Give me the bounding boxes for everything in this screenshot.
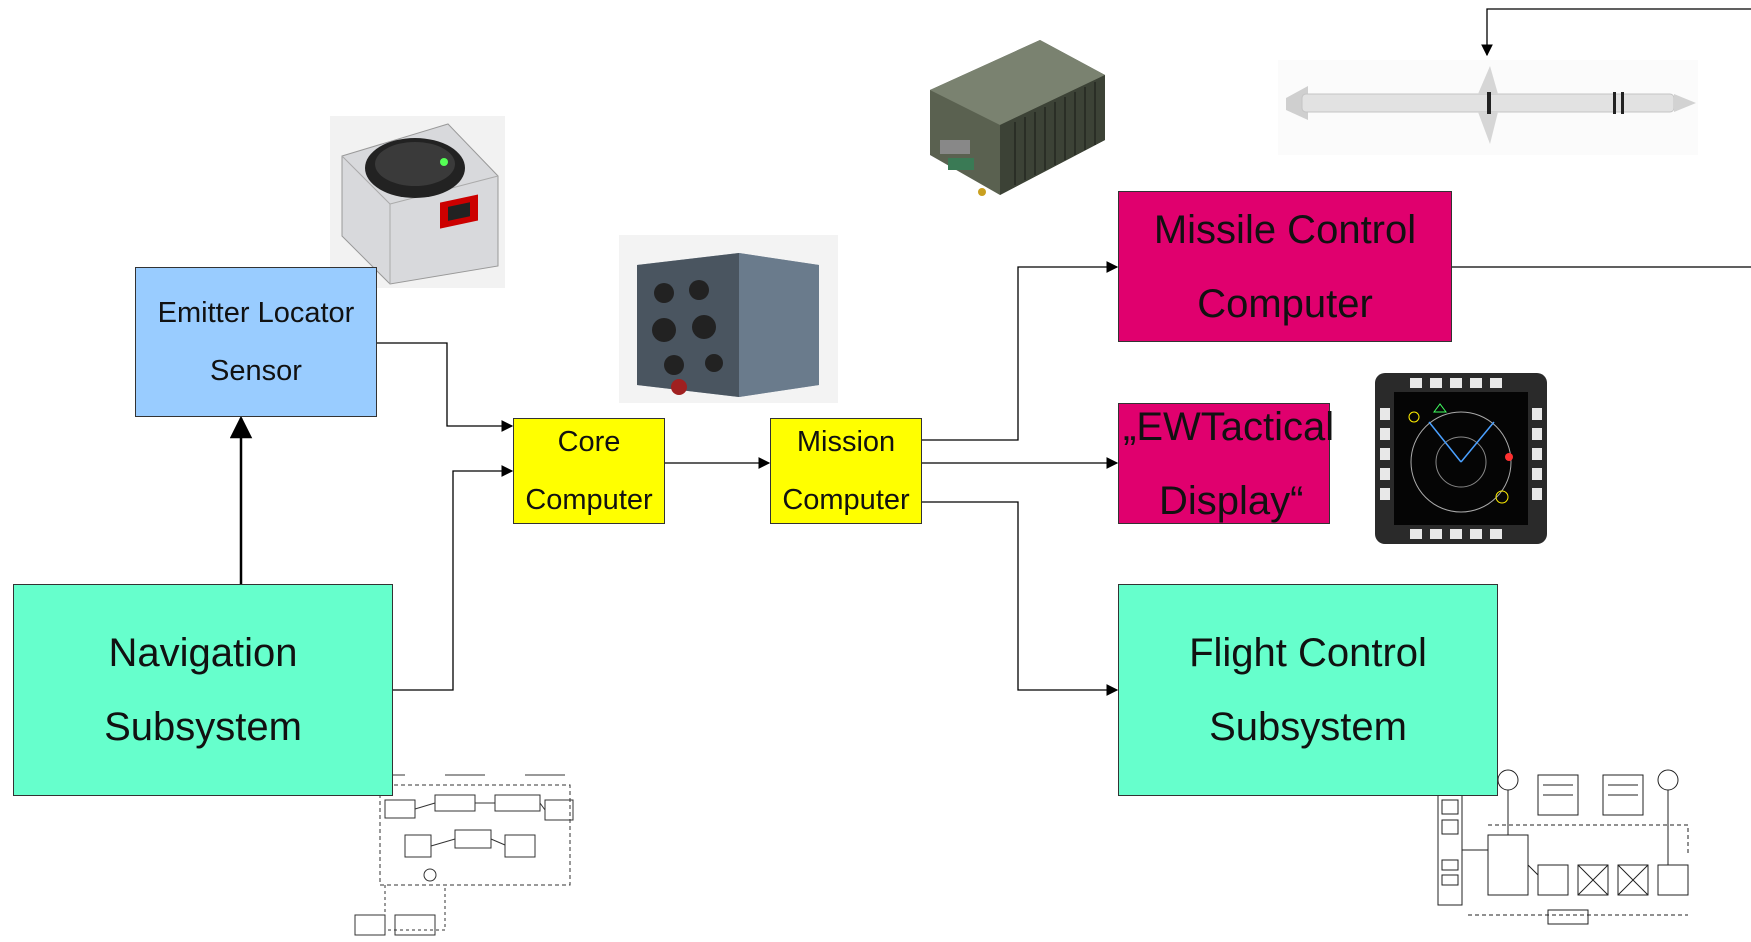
navigation-block-label-line2: Subsystem — [104, 705, 302, 749]
emitter-block-label-line1: Emitter Locator — [157, 297, 355, 329]
missile-control-computer-block: Missile Control Computer — [1118, 191, 1452, 342]
emitter-to-core-connector — [377, 342, 514, 432]
tactical-display-photo — [1375, 373, 1547, 544]
navigation-subsystem-block: Navigation Subsystem — [13, 584, 393, 796]
mission-block-label-line2: Computer — [782, 484, 910, 516]
ew-block-label-line1: „EWTactical — [1123, 404, 1335, 449]
mission-computer-photo — [930, 40, 1105, 196]
ew-block-label-line2: Display“ — [1159, 478, 1304, 523]
nav-to-core-connector — [393, 465, 514, 691]
mission-computer-block: Mission Computer — [770, 418, 922, 524]
missile-photo — [1278, 60, 1698, 155]
emitter-block-label-line2: Sensor — [210, 355, 302, 387]
missile-block-label-line1: Missile Control — [1153, 207, 1417, 252]
mission-to-missile-connector — [922, 261, 1119, 441]
flight-control-subsystem-block: Flight Control Subsystem — [1118, 584, 1498, 796]
sensor-unit-photo — [330, 116, 505, 288]
mission-to-flight-connector — [922, 501, 1119, 696]
navigation-block-label-line1: Navigation — [108, 631, 298, 675]
flight-block-label-line1: Flight Control — [1189, 631, 1427, 675]
flight-block-label-line2: Subsystem — [1209, 705, 1407, 749]
mission-block-label-line1: Mission — [796, 426, 896, 458]
emitter-locator-sensor-block: Emitter Locator Sensor — [135, 267, 377, 417]
core-computer-photo — [619, 235, 838, 403]
missile-block-label-line2: Computer — [1197, 281, 1373, 326]
core-computer-block: Core Computer — [513, 418, 665, 524]
core-block-label-line2: Computer — [525, 484, 653, 516]
missile-feed-connector — [1481, 8, 1751, 57]
ew-tactical-display-block: „EWTactical Display“ — [1118, 403, 1334, 524]
core-block-label-line1: Core — [557, 426, 621, 458]
